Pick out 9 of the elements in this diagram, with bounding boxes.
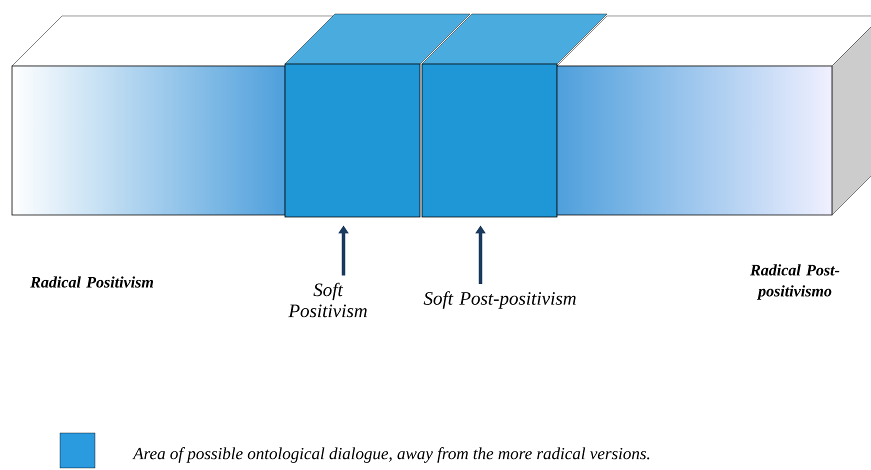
bar-segment [284, 14, 470, 218]
term-label: Radical Positivism [30, 276, 154, 288]
term-label: Radical Post-positivismo [750, 264, 840, 300]
legend-text: Area of possible ontological dialogue, away from the more radical versions. [132, 447, 650, 463]
bar-segment [12, 16, 336, 216]
bar-segment [422, 14, 608, 218]
term-label: Soft Post-positivism [424, 291, 576, 309]
bar-segment [556, 16, 871, 216]
term-label: Soft Positivism [288, 282, 367, 318]
